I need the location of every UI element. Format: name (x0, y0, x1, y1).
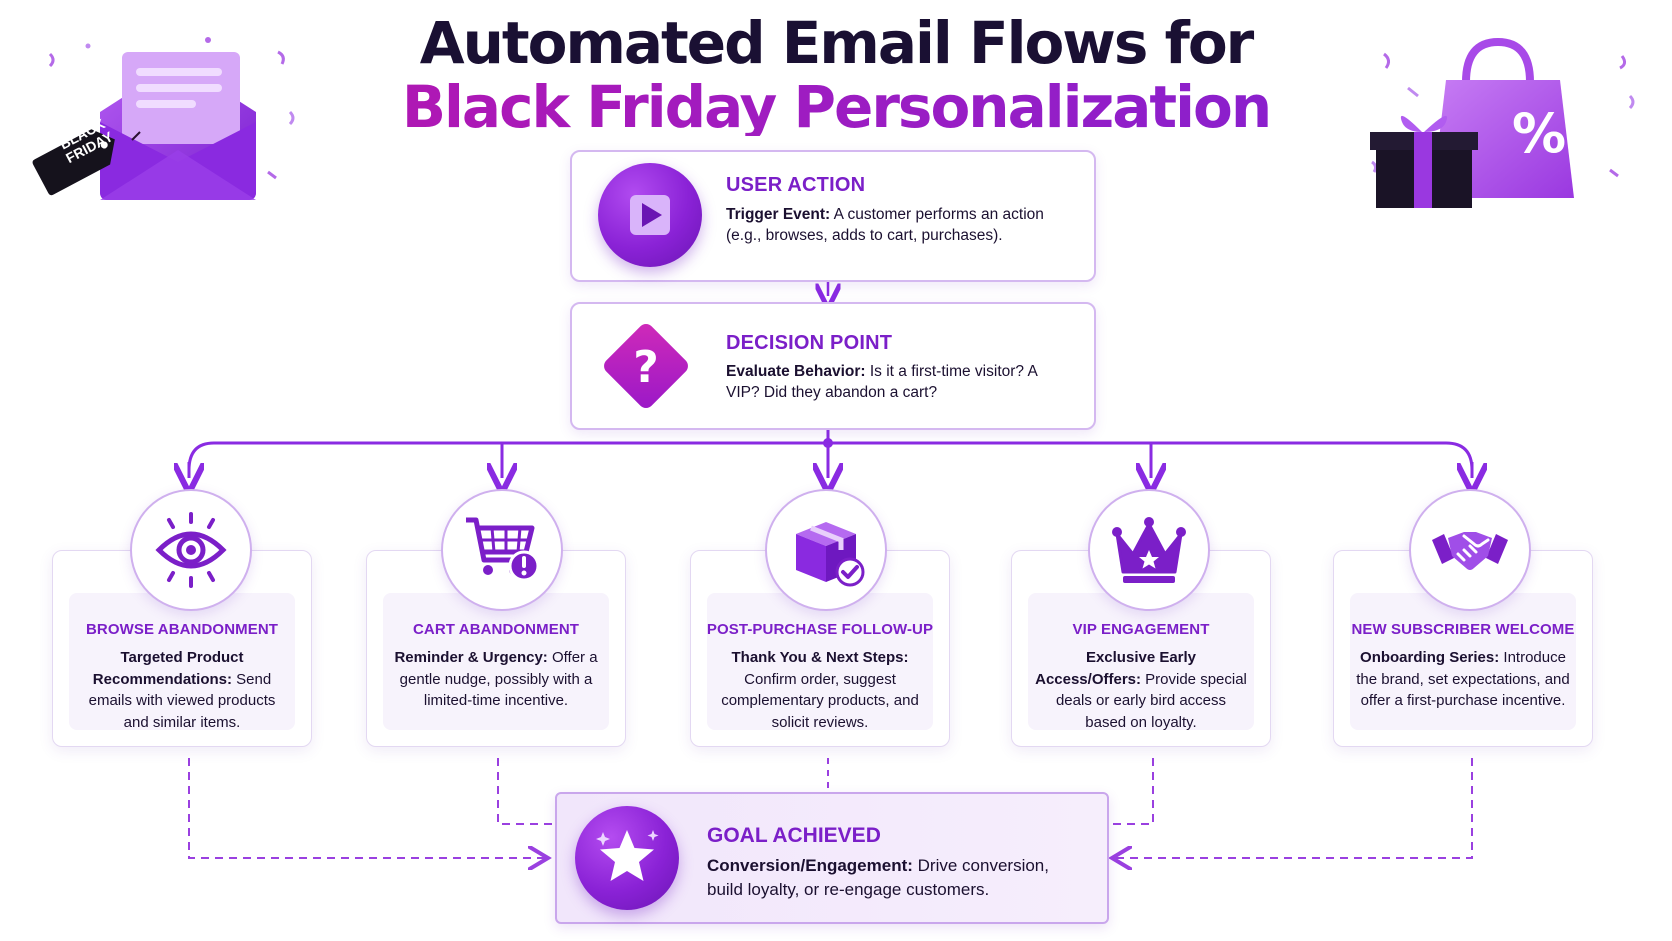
cart-alert-icon (441, 489, 563, 611)
flow-label: Thank You & Next Steps: (731, 649, 909, 666)
decision-point-heading: DECISION POINT (726, 332, 893, 354)
svg-text:?: ? (633, 342, 659, 393)
flow-description: Thank You & Next Steps: Confirm order, s… (713, 647, 927, 733)
page-title: Automated Email Flows for Black Friday P… (0, 14, 1672, 136)
flow-text: Provide special deals or early bird acce… (1055, 670, 1247, 731)
crown-icon (1088, 489, 1210, 611)
flow-text: Introduce the brand, set expectations, a… (1356, 649, 1570, 709)
eye-icon (130, 489, 252, 611)
flow-description: Exclusive Early Access/Offers: Provide s… (1034, 647, 1248, 733)
flow-title: NEW SUBSCRIBER WELCOME (1351, 621, 1575, 638)
goal-heading: GOAL ACHIEVED (707, 824, 881, 847)
handshake-icon (1409, 489, 1531, 611)
user-action-text: A customer performs an action (e.g., bro… (726, 206, 1044, 244)
user-action-heading: USER ACTION (726, 174, 866, 196)
question-diamond-icon: ? (592, 312, 700, 420)
shopping-bag-gift-icon: % (1360, 36, 1650, 216)
flow-label: Exclusive Early Access/Offers: (1035, 649, 1197, 688)
play-icon (598, 163, 702, 267)
flow-description: Targeted Product Recommendations: Send e… (75, 647, 289, 733)
decision-point-text: Is it a first-time visitor? A VIP? Did t… (726, 363, 1037, 401)
decision-point-label: Evaluate Behavior: (726, 363, 866, 380)
title-line-1: Automated Email Flows for (419, 9, 1255, 77)
flow-label: Targeted Product Recommendations: (92, 649, 244, 688)
flow-description: Reminder & Urgency: Offer a gentle nudge… (389, 647, 603, 712)
user-action-description: Trigger Event: A customer performs an ac… (726, 204, 1071, 246)
title-line-2: Black Friday Personalization (0, 78, 1672, 136)
flow-text: Confirm order, suggest complementary pro… (721, 670, 919, 731)
goal-text: Drive conversion, build loyalty, or re-e… (707, 856, 1049, 899)
flow-text: Send emails with viewed products and sim… (88, 670, 276, 731)
percent-symbol: % (1512, 102, 1567, 165)
decision-point-box: ? DECISION POINT Evaluate Behavior: Is i… (570, 302, 1096, 430)
package-check-icon (765, 489, 887, 611)
flow-title: POST-PURCHASE FOLLOW-UP (706, 621, 934, 638)
goal-label: Conversion/Engagement: (707, 856, 913, 875)
envelope-icon: BLACK FRIDAY (28, 32, 308, 212)
flow-label: Onboarding Series: (1360, 649, 1500, 666)
flow-card-browse-abandonment: BROWSE ABANDONMENT Targeted Product Reco… (52, 550, 312, 747)
flow-title: BROWSE ABANDONMENT (85, 621, 279, 638)
flow-card-post-purchase: POST-PURCHASE FOLLOW-UP Thank You & Next… (690, 550, 950, 747)
star-icon (575, 806, 679, 910)
flow-label: Reminder & Urgency: (394, 649, 548, 666)
decision-point-description: Evaluate Behavior: Is it a first-time vi… (726, 361, 1056, 403)
goal-description: Conversion/Engagement: Drive conversion,… (707, 854, 1087, 902)
flow-title: VIP ENGAGEMENT (1072, 621, 1210, 638)
goal-achieved-box: GOAL ACHIEVED Conversion/Engagement: Dri… (555, 792, 1109, 924)
flow-description: Onboarding Series: Introduce the brand, … (1356, 647, 1570, 712)
user-action-box: USER ACTION Trigger Event: A customer pe… (570, 150, 1096, 282)
flow-text: Offer a gentle nudge, possibly with a li… (399, 649, 598, 709)
flow-title: CART ABANDONMENT (412, 621, 580, 638)
user-action-label: Trigger Event: (726, 206, 831, 223)
